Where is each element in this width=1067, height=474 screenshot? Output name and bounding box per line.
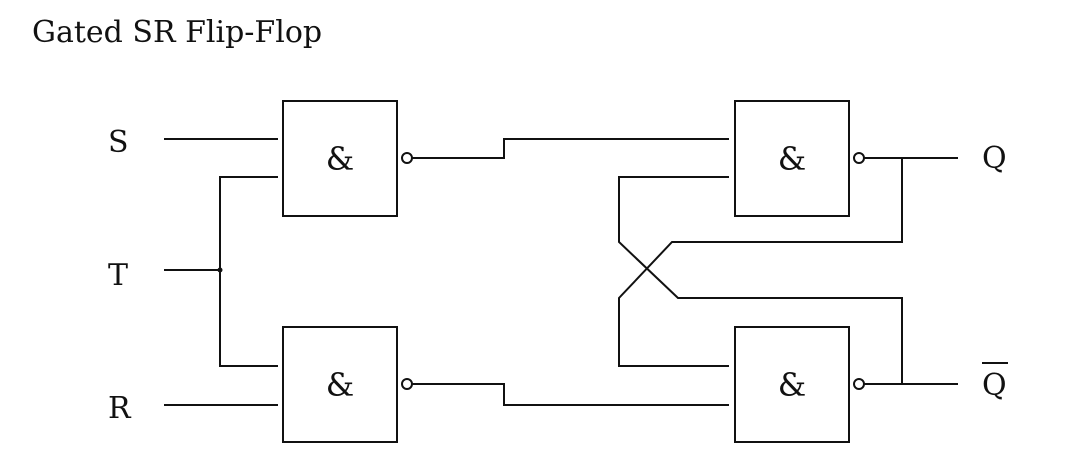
gate-symbol: &	[326, 140, 354, 178]
junction-t	[217, 267, 223, 273]
wire-t-split	[219, 176, 278, 367]
gate-nand-input-top	[282, 100, 398, 217]
output-label-q-bar: Q	[982, 368, 1007, 403]
gate-symbol: &	[326, 366, 354, 404]
gate-symbol: &	[778, 366, 806, 404]
wire-gate1-to-latch	[412, 138, 729, 159]
wire-gate2-to-latch	[412, 383, 729, 406]
wire-feedback-q	[618, 158, 903, 367]
gate-nand-latch-top	[734, 100, 850, 217]
diagram-title: Gated SR Flip-Flop	[32, 15, 322, 50]
inverter-bubble	[853, 152, 865, 164]
input-label-s: S	[108, 125, 129, 160]
inverter-bubble	[401, 152, 413, 164]
input-label-r: R	[108, 391, 132, 426]
wire-feedback-q-bar	[618, 176, 903, 384]
output-label-q: Q	[982, 141, 1007, 176]
input-label-t: T	[108, 258, 128, 293]
gate-symbol: &	[778, 140, 806, 178]
gate-nand-input-bottom	[282, 326, 398, 443]
inverter-bubble	[401, 378, 413, 390]
inverter-bubble	[853, 378, 865, 390]
gate-nand-latch-bottom	[734, 326, 850, 443]
